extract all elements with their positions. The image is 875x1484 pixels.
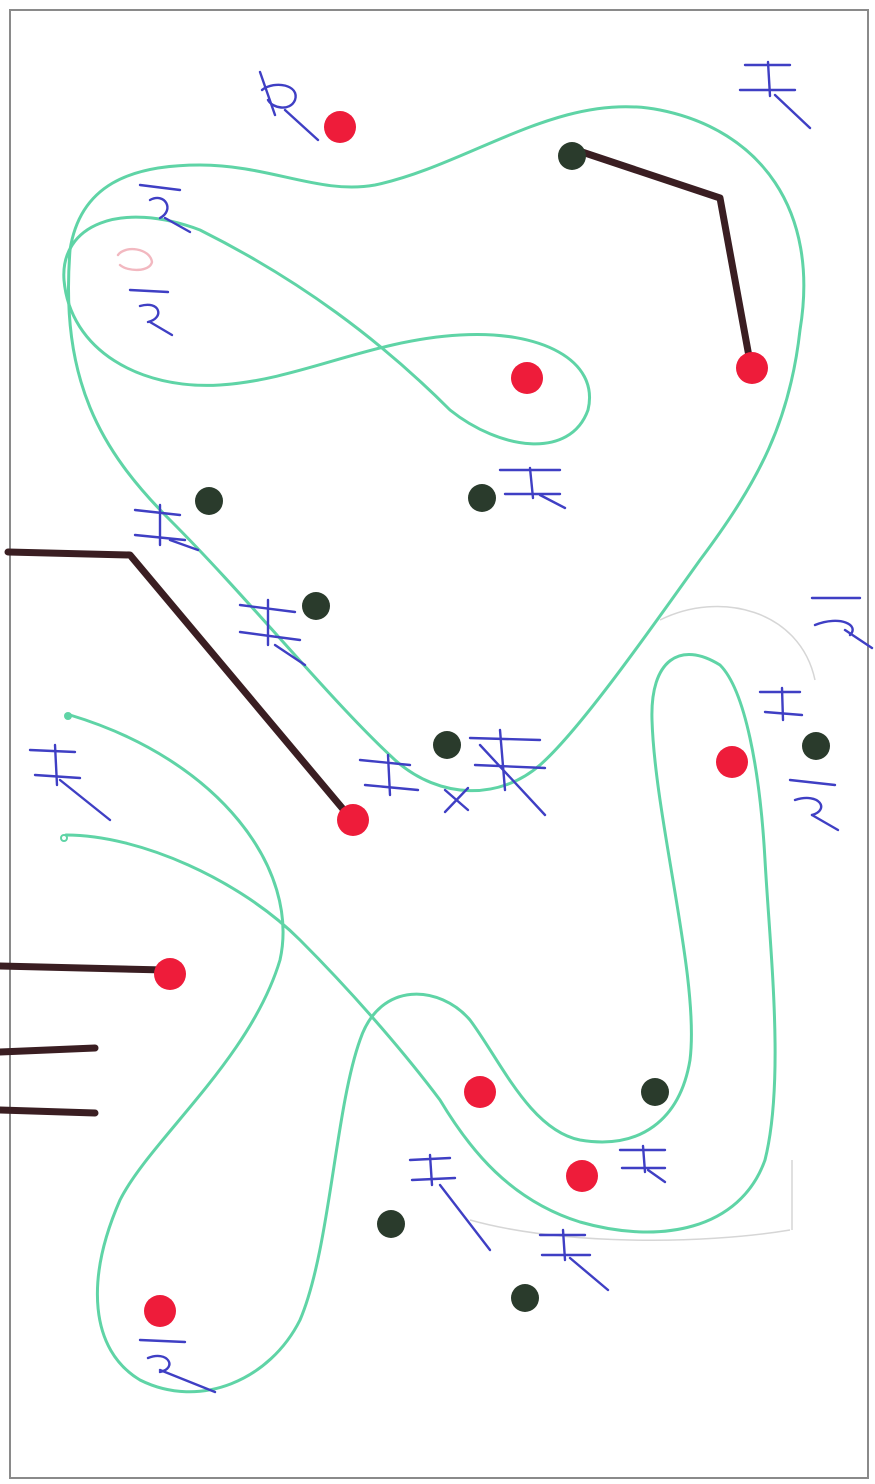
wall-lower-left-1 <box>0 966 165 970</box>
red-dot <box>511 362 543 394</box>
green-curve-start-dot <box>64 712 72 720</box>
dark-dot <box>468 484 496 512</box>
red-dot <box>337 804 369 836</box>
dark-dot <box>377 1210 405 1238</box>
dark-dot <box>558 142 586 170</box>
dark-dot <box>641 1078 669 1106</box>
red-dot <box>716 746 748 778</box>
red-dot <box>566 1160 598 1192</box>
red-dot <box>154 958 186 990</box>
dark-dot <box>802 732 830 760</box>
dark-dot <box>511 1284 539 1312</box>
dark-dot <box>195 487 223 515</box>
red-dot <box>464 1076 496 1108</box>
red-dot <box>144 1295 176 1327</box>
wall-lower-left-3 <box>0 1110 95 1113</box>
dark-dot <box>433 731 461 759</box>
red-dot <box>736 352 768 384</box>
dark-dot <box>302 592 330 620</box>
red-dot <box>324 111 356 143</box>
wall-lower-left-2 <box>0 1048 95 1052</box>
